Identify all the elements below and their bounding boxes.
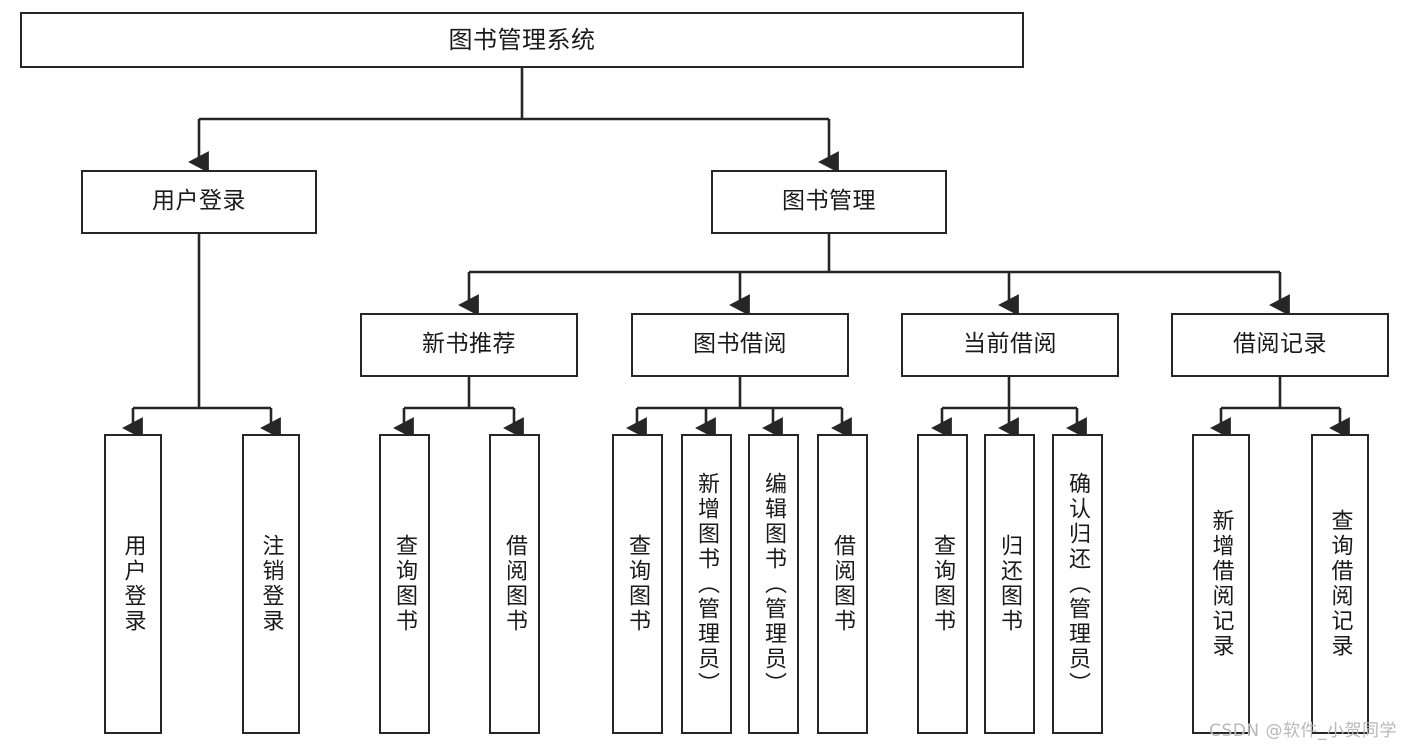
node-leaf-edit-book-admin-label: 编辑图书（管理员）	[761, 471, 787, 697]
node-leaf-confirm-return-admin[interactable]: 确认归还（管理员）	[1052, 434, 1103, 734]
node-leaf-return-book[interactable]: 归还图书	[984, 434, 1035, 734]
node-book-manage-label: 图书管理	[782, 188, 876, 215]
node-borrow-record[interactable]: 借阅记录	[1171, 313, 1389, 377]
node-leaf-borrow-book-1[interactable]: 借阅图书	[489, 434, 540, 734]
node-new-book-rec[interactable]: 新书推荐	[360, 313, 578, 377]
node-leaf-borrow-book-2-label: 借阅图书	[830, 534, 856, 634]
node-leaf-query-book-1-label: 查询图书	[392, 534, 418, 634]
node-borrow-record-label: 借阅记录	[1233, 331, 1327, 358]
node-leaf-add-borrow-record-label: 新增借阅记录	[1208, 509, 1234, 659]
node-leaf-user-logout-label: 注销登录	[258, 534, 284, 634]
node-user-login[interactable]: 用户登录	[81, 170, 317, 234]
node-leaf-query-book-1[interactable]: 查询图书	[379, 434, 430, 734]
node-leaf-query-book-2-label: 查询图书	[625, 534, 651, 634]
node-leaf-query-borrow-record[interactable]: 查询借阅记录	[1311, 434, 1369, 734]
node-current-borrow-label: 当前借阅	[963, 331, 1057, 358]
node-leaf-query-book-2[interactable]: 查询图书	[612, 434, 663, 734]
node-leaf-query-borrow-record-label: 查询借阅记录	[1327, 509, 1353, 659]
node-leaf-borrow-book-1-label: 借阅图书	[502, 534, 528, 634]
node-leaf-add-borrow-record[interactable]: 新增借阅记录	[1192, 434, 1250, 734]
node-user-login-label: 用户登录	[152, 188, 246, 215]
node-leaf-borrow-book-2[interactable]: 借阅图书	[817, 434, 868, 734]
node-leaf-user-login-label: 用户登录	[120, 534, 146, 634]
node-root[interactable]: 图书管理系统	[20, 12, 1024, 68]
watermark-text: CSDN @软件_小贺同学	[1209, 721, 1397, 741]
node-leaf-add-book-admin[interactable]: 新增图书（管理员）	[681, 434, 732, 734]
node-leaf-edit-book-admin[interactable]: 编辑图书（管理员）	[748, 434, 799, 734]
node-new-book-rec-label: 新书推荐	[422, 331, 516, 358]
node-leaf-return-book-label: 归还图书	[997, 534, 1023, 634]
node-book-borrow-label: 图书借阅	[693, 331, 787, 358]
node-leaf-query-book-3[interactable]: 查询图书	[917, 434, 968, 734]
node-book-borrow[interactable]: 图书借阅	[631, 313, 849, 377]
node-leaf-add-book-admin-label: 新增图书（管理员）	[694, 471, 720, 697]
node-leaf-user-login[interactable]: 用户登录	[104, 434, 162, 734]
node-root-label: 图书管理系统	[448, 25, 596, 54]
node-book-manage[interactable]: 图书管理	[711, 170, 947, 234]
node-current-borrow[interactable]: 当前借阅	[901, 313, 1119, 377]
node-leaf-query-book-3-label: 查询图书	[930, 534, 956, 634]
node-leaf-confirm-return-admin-label: 确认归还（管理员）	[1065, 471, 1091, 697]
node-leaf-user-logout[interactable]: 注销登录	[242, 434, 300, 734]
